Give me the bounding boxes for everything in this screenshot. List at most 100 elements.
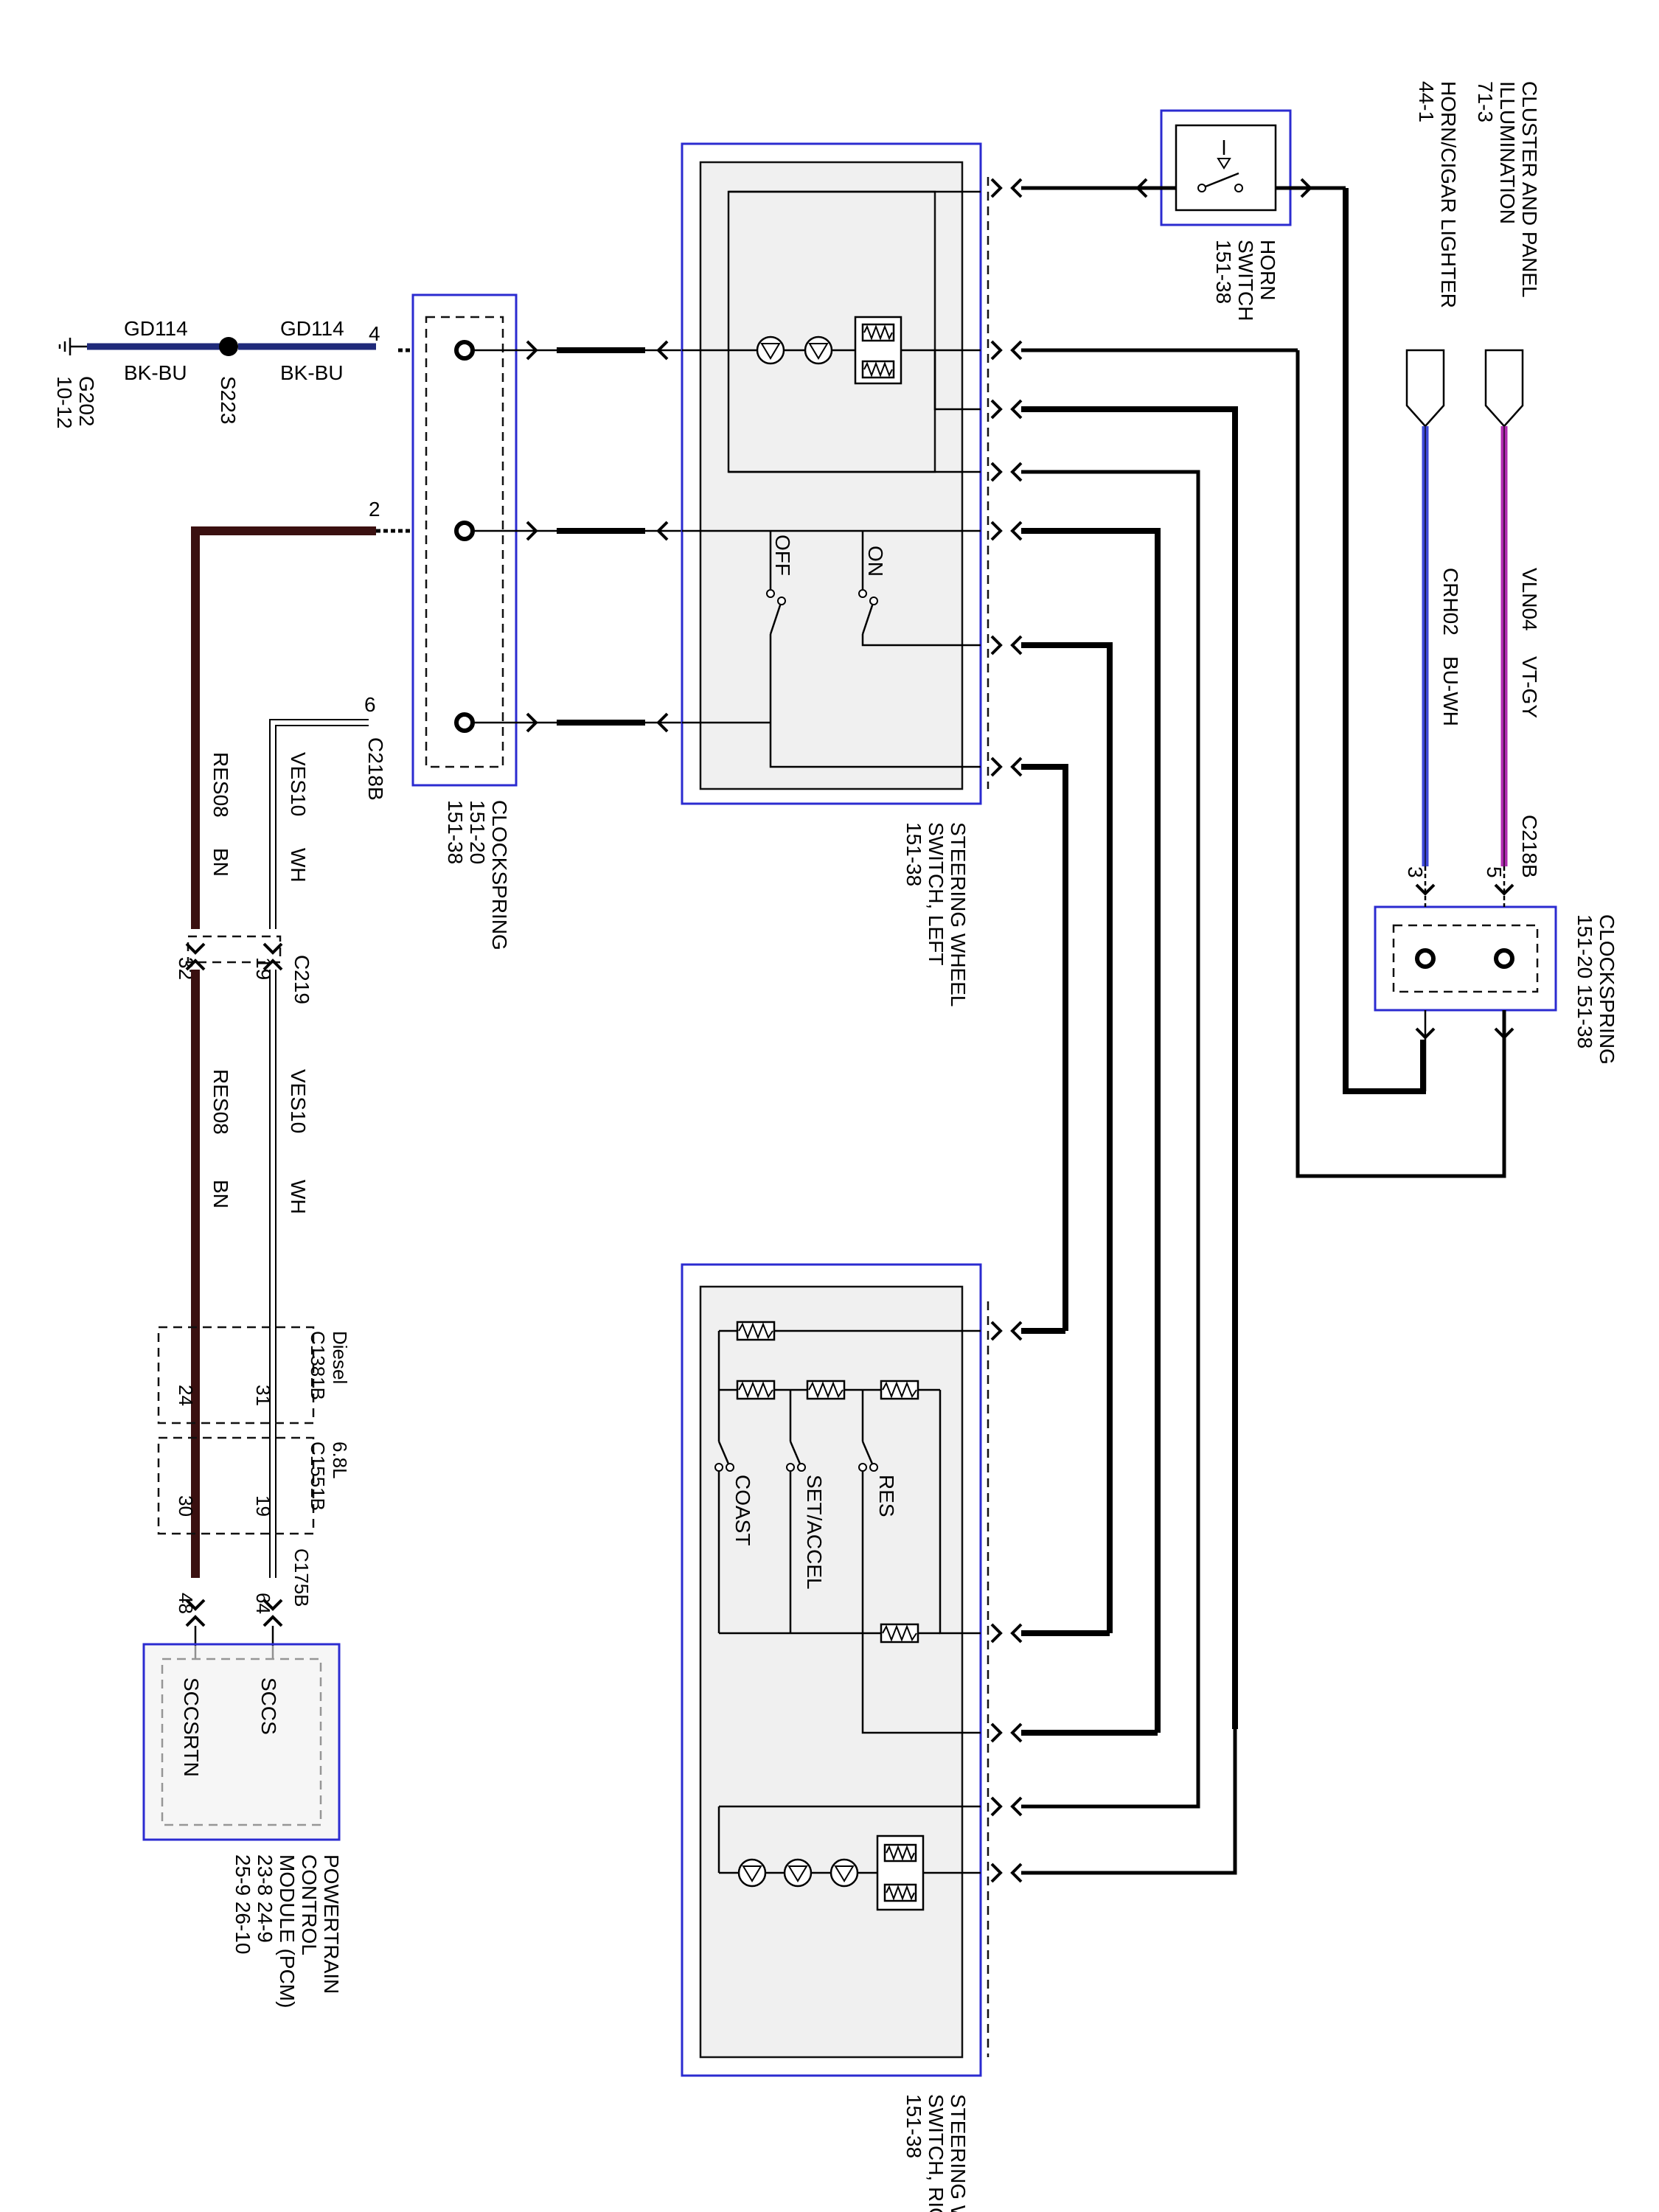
horn-switch-name2: SWITCH bbox=[1234, 240, 1257, 321]
pin-2-label: 2 bbox=[369, 498, 380, 521]
conn-c219-label: C219 bbox=[291, 955, 313, 1004]
conn-c218b-label: C218B bbox=[364, 737, 387, 801]
pin-31-label: 31 bbox=[252, 1385, 274, 1406]
pin-4-label: 4 bbox=[369, 322, 380, 345]
clockspring-left-name: CLOCKSPRING bbox=[488, 800, 511, 950]
wire-gd114-label-2: GD114 bbox=[280, 317, 344, 340]
resistor-row bbox=[736, 1380, 919, 1400]
pcm-ref1: 23-8 24-9 bbox=[254, 1854, 276, 1943]
pcm-name2: CONTROL bbox=[298, 1854, 321, 1955]
conn-c175b-label: C175B bbox=[291, 1548, 313, 1607]
steering-switch-right bbox=[681, 1263, 990, 2077]
diesel-label: Diesel bbox=[329, 1331, 351, 1384]
connector-c1551b bbox=[157, 1436, 315, 1535]
resistor-bottom bbox=[880, 1623, 919, 1644]
switch-set-accel-label: SET/ACCEL bbox=[803, 1475, 826, 1590]
cluster-ref: 71-3 bbox=[1474, 81, 1497, 122]
l68-label: 6.8L bbox=[329, 1441, 351, 1479]
res08-wire-upper bbox=[191, 526, 376, 929]
clockspring-right bbox=[1374, 905, 1557, 1012]
wire-res08-label-1: RES08 bbox=[209, 752, 232, 818]
conn-c218b-right: C218B bbox=[1518, 815, 1541, 878]
connector-arrows-left bbox=[526, 340, 669, 733]
horn-switch-ref: 151-38 bbox=[1212, 240, 1235, 304]
right-switch-name2: SWITCH, RIGHT bbox=[925, 2094, 947, 2212]
wire-bn-label-2: BN bbox=[209, 1180, 232, 1208]
pcm-sccs-label: SCCS bbox=[257, 1677, 280, 1735]
resistor-coast bbox=[736, 1321, 776, 1341]
pin-30-label: 30 bbox=[175, 1495, 197, 1517]
switch-on bbox=[858, 531, 878, 635]
wire-vln04-color: VT-GY bbox=[1518, 656, 1541, 718]
right-switch-ref: 151-38 bbox=[902, 2094, 925, 2158]
wire-ves10-label-2: VES10 bbox=[287, 1069, 310, 1133]
right-switch-name1: STEERING WHEEL bbox=[947, 2094, 970, 2212]
connector-c175b-arrows bbox=[185, 1599, 283, 1627]
pin-3-label: 3 bbox=[1404, 866, 1427, 878]
resistor-pack-left bbox=[854, 316, 902, 385]
switch-coast bbox=[714, 1441, 734, 1633]
ground-ref-label: 10-12 bbox=[53, 376, 76, 429]
left-switch-name2: SWITCH, LEFT bbox=[925, 822, 947, 965]
switch-off-label: OFF bbox=[771, 535, 794, 576]
left-switch-ref: 151-38 bbox=[902, 822, 925, 886]
horn-switch bbox=[1160, 109, 1292, 226]
connector-arrows-right-switch bbox=[990, 1321, 1023, 1883]
ves10-wire-upper bbox=[271, 720, 369, 929]
clockspring-right-ref: 151-20 151-38 bbox=[1573, 914, 1596, 1048]
wire-color-label-1: BK-BU bbox=[124, 361, 187, 384]
pin-48-label: 48 bbox=[175, 1593, 197, 1614]
wire-bn-label-1: BN bbox=[209, 848, 232, 877]
wire-color-label-2: BK-BU bbox=[280, 361, 344, 384]
connector-c1381b bbox=[157, 1326, 315, 1425]
wire-crh02-color: BU-WH bbox=[1439, 656, 1462, 726]
pin-64-label: 64 bbox=[252, 1593, 274, 1614]
wire-wh-label-1: WH bbox=[287, 848, 310, 883]
horn-lighter-ref: 44-1 bbox=[1415, 81, 1438, 122]
pin-19b-label: 19 bbox=[252, 1495, 274, 1517]
connector-arrows-left-switch bbox=[990, 178, 1023, 777]
bulb-icon bbox=[756, 335, 833, 365]
switch-coast-label: COAST bbox=[731, 1475, 754, 1545]
clockspring-right-name: CLOCKSPRING bbox=[1596, 914, 1618, 1065]
switch-on-label: ON bbox=[864, 546, 887, 577]
wire-gd114-label-1: GD114 bbox=[124, 317, 188, 340]
pcm-ref2: 25-9 26-10 bbox=[232, 1854, 254, 1954]
wire-vln04-label: VLN04 bbox=[1518, 568, 1541, 631]
wire-res08-label-2: RES08 bbox=[209, 1069, 232, 1135]
resistor-pack-right bbox=[876, 1834, 925, 1911]
pin-24-label: 24 bbox=[175, 1385, 197, 1406]
pcm-name3: MODULE (PCM) bbox=[276, 1854, 299, 2008]
steering-switch-left bbox=[681, 142, 990, 805]
pin-5-label: 5 bbox=[1483, 866, 1506, 878]
conn-c1381b-label: C1381B bbox=[307, 1331, 329, 1400]
left-switch-name1: STEERING WHEEL bbox=[947, 822, 970, 1006]
horn-lighter-label: HORN/CIGAR LIGHTER bbox=[1437, 81, 1460, 308]
switch-set-accel bbox=[786, 1390, 806, 1633]
pcm-sccsrtn-label: SCCSRTN bbox=[180, 1677, 203, 1777]
cluster-label-2: ILLUMINATION bbox=[1496, 81, 1519, 224]
pin-6-label: 6 bbox=[364, 693, 376, 716]
bulb-icon bbox=[737, 1858, 859, 1888]
pcm-name1: POWERTRAIN bbox=[320, 1854, 343, 1994]
conn-c1551b-label: C1551B bbox=[307, 1441, 329, 1511]
switch-off bbox=[766, 531, 786, 635]
clockspring-left bbox=[411, 293, 518, 787]
switch-res bbox=[858, 1390, 981, 1734]
splice-s223 bbox=[219, 337, 238, 356]
switch-res-label: RES bbox=[875, 1475, 898, 1517]
pcm-module bbox=[142, 1643, 341, 1841]
clockspring-left-ref2: 151-38 bbox=[444, 800, 467, 864]
wire-crh02-label: CRH02 bbox=[1439, 568, 1462, 636]
wire-wh-label-2: WH bbox=[287, 1180, 310, 1214]
wire-ves10-label-1: VES10 bbox=[287, 752, 310, 816]
cluster-label-1: CLUSTER AND PANEL bbox=[1518, 81, 1541, 298]
clockspring-left-ref1: 151-20 bbox=[466, 800, 489, 864]
connector-c219 bbox=[185, 935, 283, 971]
horn-switch-name1: HORN bbox=[1256, 240, 1279, 300]
ground-g202-label: G202 bbox=[75, 376, 98, 427]
splice-s223-label: S223 bbox=[217, 376, 240, 424]
ground-symbol bbox=[58, 338, 87, 355]
terminal-connector-icon bbox=[1405, 349, 1524, 428]
